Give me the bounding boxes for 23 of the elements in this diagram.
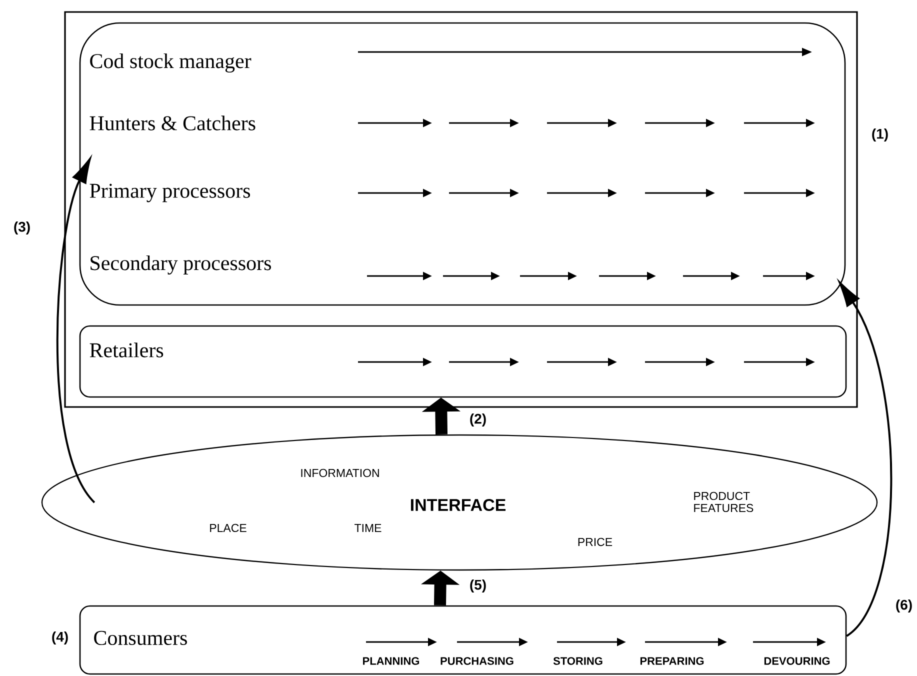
edge-label: (6): [894, 598, 914, 614]
label: PLANNING: [363, 657, 420, 665]
label: Hunters & Catchers: [90, 116, 256, 130]
label: PLACE: [210, 524, 246, 532]
label: Primary processors: [90, 184, 250, 202]
label: Cod stock manager: [90, 53, 252, 73]
callout-number: (1): [872, 128, 888, 142]
label: PURCHASING: [440, 657, 514, 665]
label: INFORMATION: [301, 468, 379, 478]
edge-label: (5): [468, 578, 488, 594]
label: Secondary processors: [90, 255, 271, 275]
label: INTERFACE: [410, 498, 506, 512]
callout-number: (4): [52, 631, 68, 645]
label: TIME: [354, 524, 382, 532]
label: Retailers: [90, 342, 164, 358]
edge-label: (3): [12, 220, 32, 236]
label: PREPARING: [640, 657, 704, 665]
edge-label: (2): [468, 412, 488, 428]
label: PRICE: [578, 538, 612, 546]
label: STORING: [553, 657, 602, 665]
label: PRODUCT FEATURES: [694, 492, 754, 512]
label: DEVOURING: [764, 657, 830, 665]
label: Consumers: [94, 630, 187, 646]
